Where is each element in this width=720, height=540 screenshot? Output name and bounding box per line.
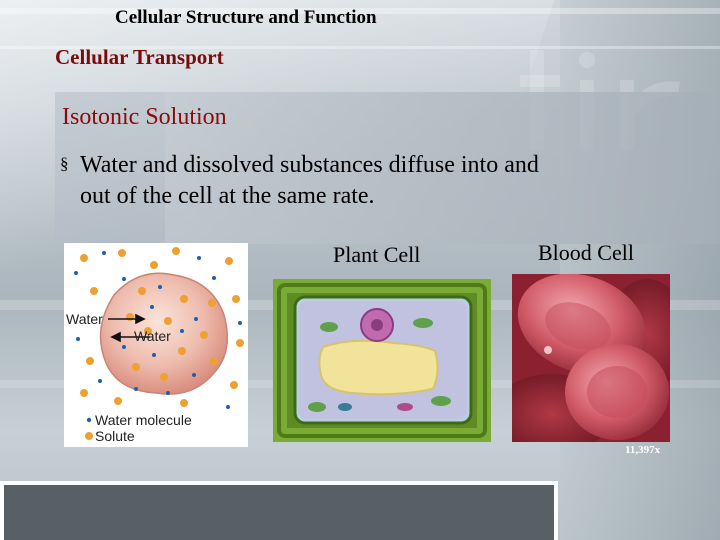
header-title: Cellular Structure and Function	[115, 7, 377, 28]
cell-membrane	[99, 272, 229, 395]
legend-solute-label: Solute	[95, 428, 135, 444]
magnification-label: 11,397x	[625, 444, 661, 456]
slide-heading: Isotonic Solution	[62, 104, 227, 130]
isotonic-diagram-graphic: Water Water Water molecule Solute	[66, 247, 244, 444]
vacuole	[318, 339, 439, 396]
arrow-right-icon-head	[135, 313, 146, 325]
plant-cell-image	[273, 279, 491, 442]
blood-cell-label: Blood Cell	[538, 240, 634, 265]
plant-cell-graphic	[273, 279, 491, 442]
label-water-out: Water	[134, 328, 171, 344]
label-water-in: Water	[66, 311, 103, 327]
legend-water-marker	[86, 417, 92, 423]
bullet-point: § Water and dissolved substances diffuse …	[60, 148, 660, 212]
water-molecules	[74, 251, 242, 409]
content-band-shade	[165, 92, 720, 244]
arrow-left-icon-head	[110, 331, 121, 343]
isotonic-diagram: Water Water Water molecule Solute	[64, 243, 248, 447]
content-band	[55, 92, 720, 244]
section-sign-icon: §	[60, 154, 69, 173]
background-stripe	[0, 8, 720, 14]
slide-subtitle: Cellular Transport	[55, 45, 224, 69]
solute-particles	[80, 247, 244, 407]
bullet-text-line-2: out of the cell at the same rate.	[80, 183, 375, 209]
legend-water-label: Water molecule	[95, 412, 192, 428]
blood-cell-graphic	[492, 273, 687, 454]
background-panel	[560, 0, 720, 540]
legend-solute-marker	[85, 432, 93, 440]
bullet-text-line-1: Water and dissolved substances diffuse i…	[80, 152, 539, 178]
bottom-bar	[0, 481, 558, 540]
bottom-bar-fill	[4, 485, 554, 540]
plant-cell-label: Plant Cell	[333, 242, 421, 267]
blood-cell-image	[492, 273, 687, 454]
background-stripe	[0, 46, 720, 49]
